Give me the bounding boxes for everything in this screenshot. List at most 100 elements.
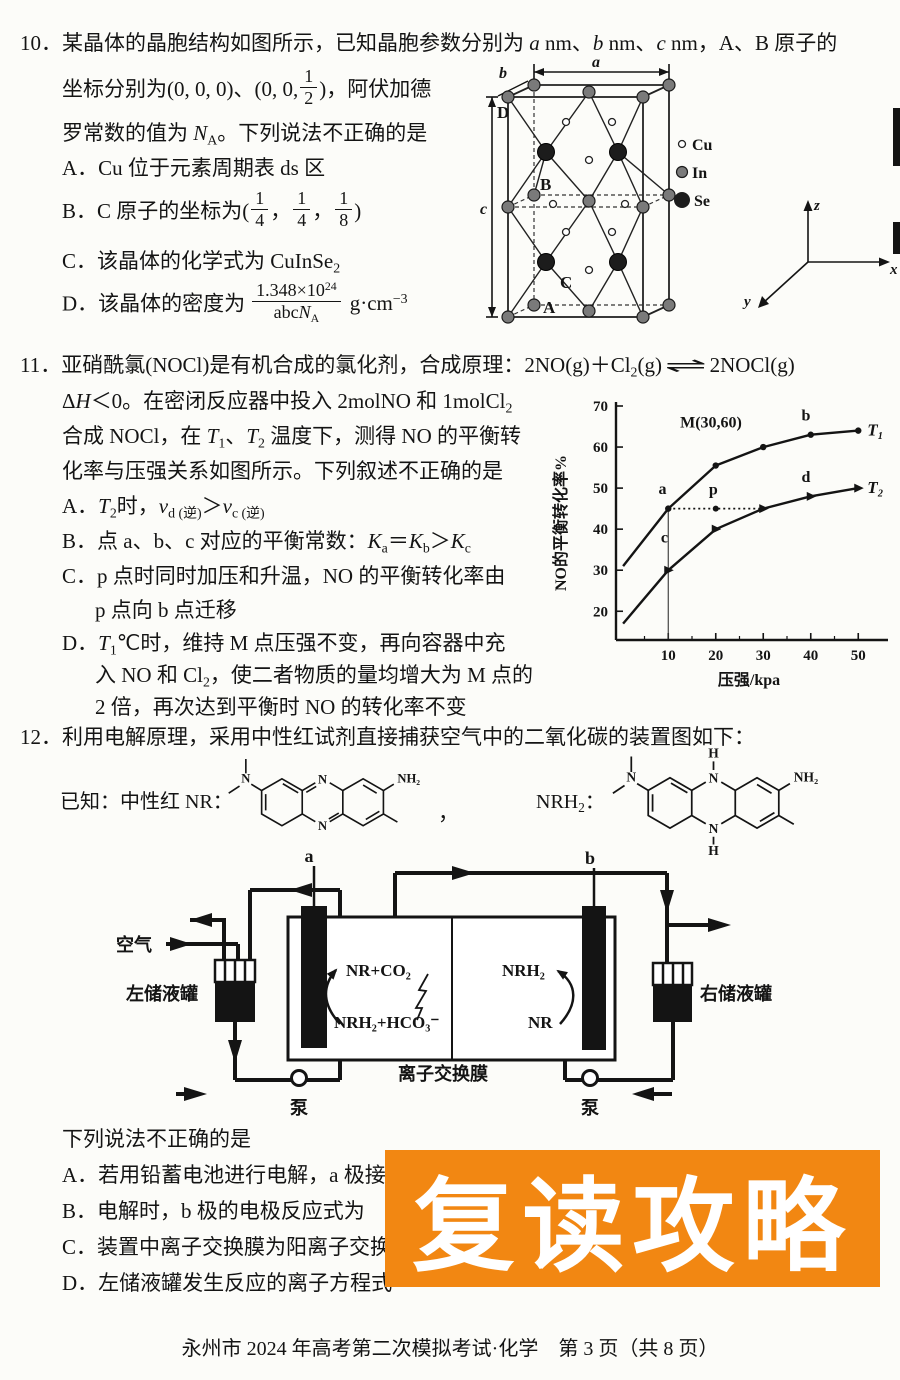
nrh2-n-amine: N	[626, 770, 636, 785]
right-out-arrow	[708, 918, 731, 932]
q12-line1: 12．利用电解原理，采用中性红试剂直接捕获空气中的二氧化碳的装置图如下：	[20, 725, 755, 749]
axis-z-label: z	[813, 198, 820, 214]
q11-option-d: D．T1℃时，维持 M 点压强不变，再向容器中充	[62, 631, 506, 658]
nr-structure: N N N NH₂	[228, 758, 420, 833]
nrh2-h-top: H	[708, 745, 719, 760]
atom-label-C: C	[560, 273, 572, 292]
q11-line3: 合成 NOCl，在 T1、T2 温度下，测得 NO 的平衡转	[62, 424, 522, 451]
q10-option-a: A．Cu 位于元素周期表 ds 区	[62, 156, 326, 180]
legend-in-icon	[675, 165, 689, 179]
left-tank-down-arrow	[228, 1040, 242, 1063]
axis-y-label: y	[742, 294, 751, 310]
membrane-label: 离子交换膜	[398, 1063, 488, 1084]
axis-x-label: x	[889, 262, 898, 278]
watermark-banner: 复读攻略	[385, 1150, 880, 1287]
x-tick-label: 40	[803, 648, 818, 664]
atom-label-D: D	[497, 103, 509, 122]
nrh2-nh2: NH₂	[794, 770, 818, 785]
dim-c-label: c	[480, 201, 487, 218]
top-flow-arrow	[452, 866, 475, 880]
electrode-a-label: a	[305, 848, 314, 866]
y-tick-label: 60	[593, 440, 608, 456]
nrh2-structure: N N H H N NH₂	[612, 745, 818, 858]
marker-triangle	[711, 524, 722, 534]
q11-option-d3: 2 倍，再次达到平衡时 NO 的转化率不变	[95, 695, 467, 719]
right-bottom-species: NR	[528, 1013, 553, 1032]
q10-line1: 10．某晶体的晶胞结构如图所示，已知晶胞参数分别为 a nm、b nm、c nm…	[20, 31, 838, 55]
x-tick-label: 20	[708, 648, 723, 664]
q11-line1-post: 2NOCl(g)	[709, 353, 795, 377]
annotation: M(30,60)	[680, 414, 742, 431]
watermark-text: 复读攻略	[412, 1170, 853, 1284]
q11-option-b: B．点 a、b、c 对应的平衡常数：Ka＝Kb＞Kc	[62, 529, 471, 556]
marker-dot	[760, 443, 767, 451]
y-tick-label: 30	[593, 563, 608, 579]
air-in-arrow	[170, 937, 192, 951]
y-tick-label: 40	[593, 522, 608, 538]
q11-option-d2: 入 NO 和 Cl2，使二者物质的量均增大为 M 点的	[95, 663, 534, 690]
y-tick-label: 20	[593, 604, 608, 620]
marker-dot	[665, 505, 672, 512]
q12-stem: 下列说法不正确的是	[62, 1127, 251, 1151]
y-axis-title: NO的平衡转化率%	[552, 455, 570, 591]
q12-option-c: C．装置中离子交换膜为阳离子交换	[62, 1235, 392, 1259]
x-tick-label: 50	[851, 648, 866, 664]
left-pump	[290, 1069, 308, 1087]
marker-triangle	[759, 504, 769, 514]
q11-option-c2: p 点向 b 点迁移	[95, 598, 237, 622]
legend-se-icon	[674, 192, 690, 208]
marker-triangle	[664, 565, 674, 575]
x-tick-label: 30	[756, 648, 771, 664]
bottom-left-arrow	[184, 1087, 207, 1101]
nrh2-rings	[612, 756, 795, 845]
left-return-arrow	[290, 883, 312, 897]
cu-atoms	[548, 117, 630, 275]
marker-dot	[712, 462, 719, 469]
q10-line2-post: )，阿伏加德	[319, 76, 432, 101]
flow-arrows	[170, 866, 731, 1101]
q11-line4: 化率与压强关系如图所示。下列叙述不正确的是	[62, 459, 503, 483]
air-label: 空气	[116, 934, 152, 955]
nr-rings	[228, 758, 398, 827]
y-tick-label: 70	[593, 399, 608, 415]
point-label-a: a	[659, 481, 667, 498]
q11-line2: ΔH＜0。在密闭反应器中投入 2molNO 和 1molCl2	[62, 389, 513, 416]
q12-nrh2-label: NRH2：	[536, 791, 605, 816]
marker-triangle	[854, 483, 864, 493]
comma: ，	[270, 198, 292, 223]
x-axis-title: 压强/kpa	[718, 671, 780, 689]
crystal-cell-diagram: a b c	[480, 54, 898, 324]
series-label: T₁	[867, 421, 883, 440]
dim-a-label: a	[592, 54, 600, 71]
xyz-axes	[762, 206, 884, 304]
right-reaction-arrow	[556, 969, 575, 1025]
q12-option-a: A．若用铅蓄电池进行电解，a 极接	[62, 1163, 386, 1187]
marker-triangle	[806, 491, 817, 501]
left-bottom-species: NRH₂+HCO₃⁻	[334, 1013, 439, 1032]
right-tank	[651, 961, 694, 1022]
electrode-b	[582, 906, 606, 1050]
q11-line1-pre: 11．亚硝酰氯(NOCl)是有机合成的氯化剂，合成原理：2NO(g)＋Cl2(g…	[20, 353, 662, 380]
q10-option-b-pre: B．C 原子的坐标为(	[62, 198, 250, 223]
nrh2-n-bottom: N	[709, 821, 719, 836]
scan-artifact	[893, 222, 900, 254]
exhaust-arrow	[190, 913, 212, 927]
x-tick-label: 10	[661, 648, 676, 664]
electrode-b-label: b	[585, 848, 595, 868]
bonds	[507, 91, 670, 318]
nr-n-amine: N	[241, 771, 250, 785]
nrh2-n-top: N	[709, 771, 719, 786]
q12-option-b: B．电解时，b 极的电极反应式为	[62, 1199, 365, 1223]
crystal-legend: Cu In Se	[674, 137, 713, 210]
q10-option-b-post: )	[354, 198, 362, 223]
left-reaction-arrow	[324, 968, 341, 1025]
right-top-species: NRH₂	[502, 961, 545, 980]
nr-n-bottom: N	[318, 819, 327, 833]
